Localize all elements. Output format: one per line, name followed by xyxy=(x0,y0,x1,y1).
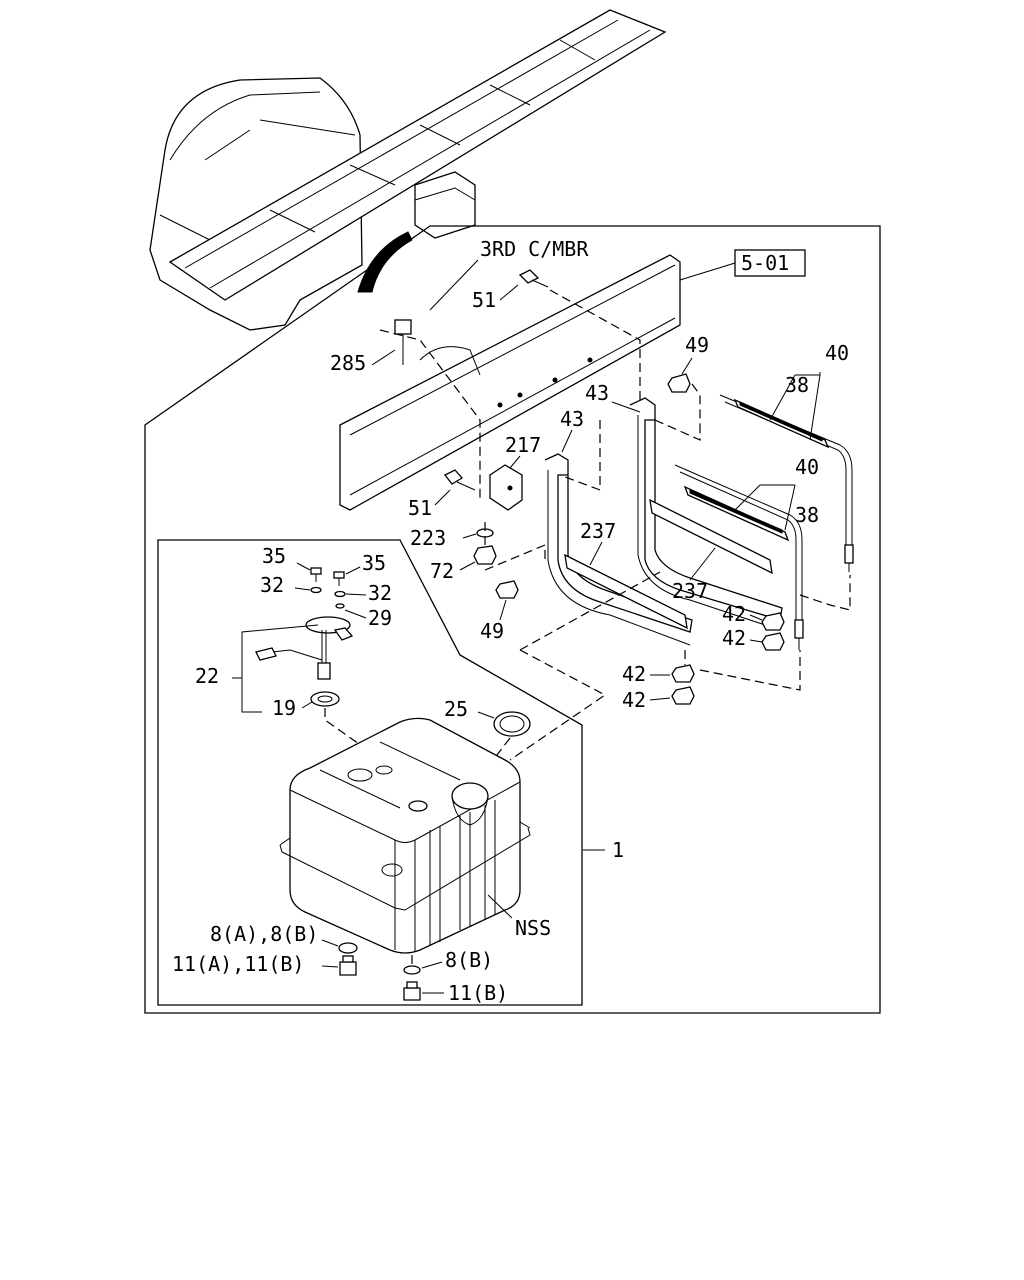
tie-rod-40-lower xyxy=(674,464,804,650)
label-72: 72 xyxy=(430,559,454,583)
crossmember-label: 3RD C/MBR xyxy=(480,237,589,261)
washer-32-left xyxy=(310,586,322,594)
bolt-285 xyxy=(394,319,412,365)
label-32-right: 32 xyxy=(368,581,392,605)
section-reference-box: 5-01 xyxy=(679,249,806,281)
rubber-strip-38-upper xyxy=(733,398,830,449)
label-8-right: 8(B) xyxy=(445,948,493,972)
label-42-c: 42 xyxy=(622,662,646,686)
label-43-lower: 43 xyxy=(560,407,584,431)
screw-35-left xyxy=(310,567,322,582)
nut-42-c xyxy=(671,664,695,683)
gasket-19 xyxy=(310,691,340,707)
fuel-tank xyxy=(279,717,531,954)
label-nss: NSS xyxy=(515,916,551,940)
washer-29 xyxy=(335,603,345,609)
nut-42-a xyxy=(761,612,785,631)
nut-49-lower xyxy=(495,580,519,599)
label-49-upper: 49 xyxy=(685,333,709,357)
outer-detail-border xyxy=(144,225,881,1014)
label-43-upper: 43 xyxy=(585,381,609,405)
label-42-d: 42 xyxy=(622,688,646,712)
bolt-51-lower xyxy=(444,469,476,491)
screw-35-right xyxy=(333,571,345,586)
label-11-left: 11(A),11(B) xyxy=(172,952,304,976)
label-237-b: 237 xyxy=(672,579,708,603)
label-217: 217 xyxy=(505,433,541,457)
nut-49-upper xyxy=(667,373,691,393)
plug-11-left xyxy=(339,955,357,976)
bolt-51-top xyxy=(518,269,549,288)
label-25: 25 xyxy=(444,697,468,721)
label-51-lower: 51 xyxy=(408,496,432,520)
label-42-b: 42 xyxy=(722,626,746,650)
reference-code: 5-01 xyxy=(741,251,789,275)
label-19: 19 xyxy=(272,696,296,720)
fuel-cap-25 xyxy=(493,711,531,737)
label-35-right: 35 xyxy=(362,551,386,575)
tank-assembly-border xyxy=(157,539,583,1006)
label-35-left: 35 xyxy=(262,544,286,568)
crossmember-beam xyxy=(339,254,681,511)
washer-8-left xyxy=(338,942,358,954)
label-38-lower: 38 xyxy=(795,503,819,527)
label-22: 22 xyxy=(195,664,219,688)
nut-42-b xyxy=(761,632,785,651)
fuel-sender-unit-22 xyxy=(255,616,354,680)
label-237-a: 237 xyxy=(580,519,616,543)
plug-11-right xyxy=(403,981,421,1001)
label-223: 223 xyxy=(410,526,446,550)
washer-32-right xyxy=(334,590,346,598)
nut-42-d xyxy=(671,686,695,705)
label-42-a: 42 xyxy=(722,602,746,626)
label-51-top: 51 xyxy=(472,288,496,312)
rubber-strip-38-lower xyxy=(683,485,790,542)
strap-237-upper xyxy=(649,498,773,575)
label-8-left: 8(A),8(B) xyxy=(210,922,318,946)
label-11-right: 11(B) xyxy=(448,981,508,1005)
label-285: 285 xyxy=(330,351,366,375)
nut-72 xyxy=(473,545,497,565)
label-49-lower: 49 xyxy=(480,619,504,643)
truck-overview-illustration xyxy=(149,9,667,331)
label-40-lower: 40 xyxy=(795,455,819,479)
label-32-left: 32 xyxy=(260,573,284,597)
tie-rod-40-upper xyxy=(719,394,854,572)
bracket-43-upper xyxy=(629,397,783,631)
strap-237-lower xyxy=(564,553,688,630)
label-40-upper: 40 xyxy=(825,341,849,365)
label-1: 1 xyxy=(612,838,624,862)
washer-8-right xyxy=(403,965,421,975)
label-29: 29 xyxy=(368,606,392,630)
bracket-217 xyxy=(489,464,523,511)
label-38-upper: 38 xyxy=(785,373,809,397)
